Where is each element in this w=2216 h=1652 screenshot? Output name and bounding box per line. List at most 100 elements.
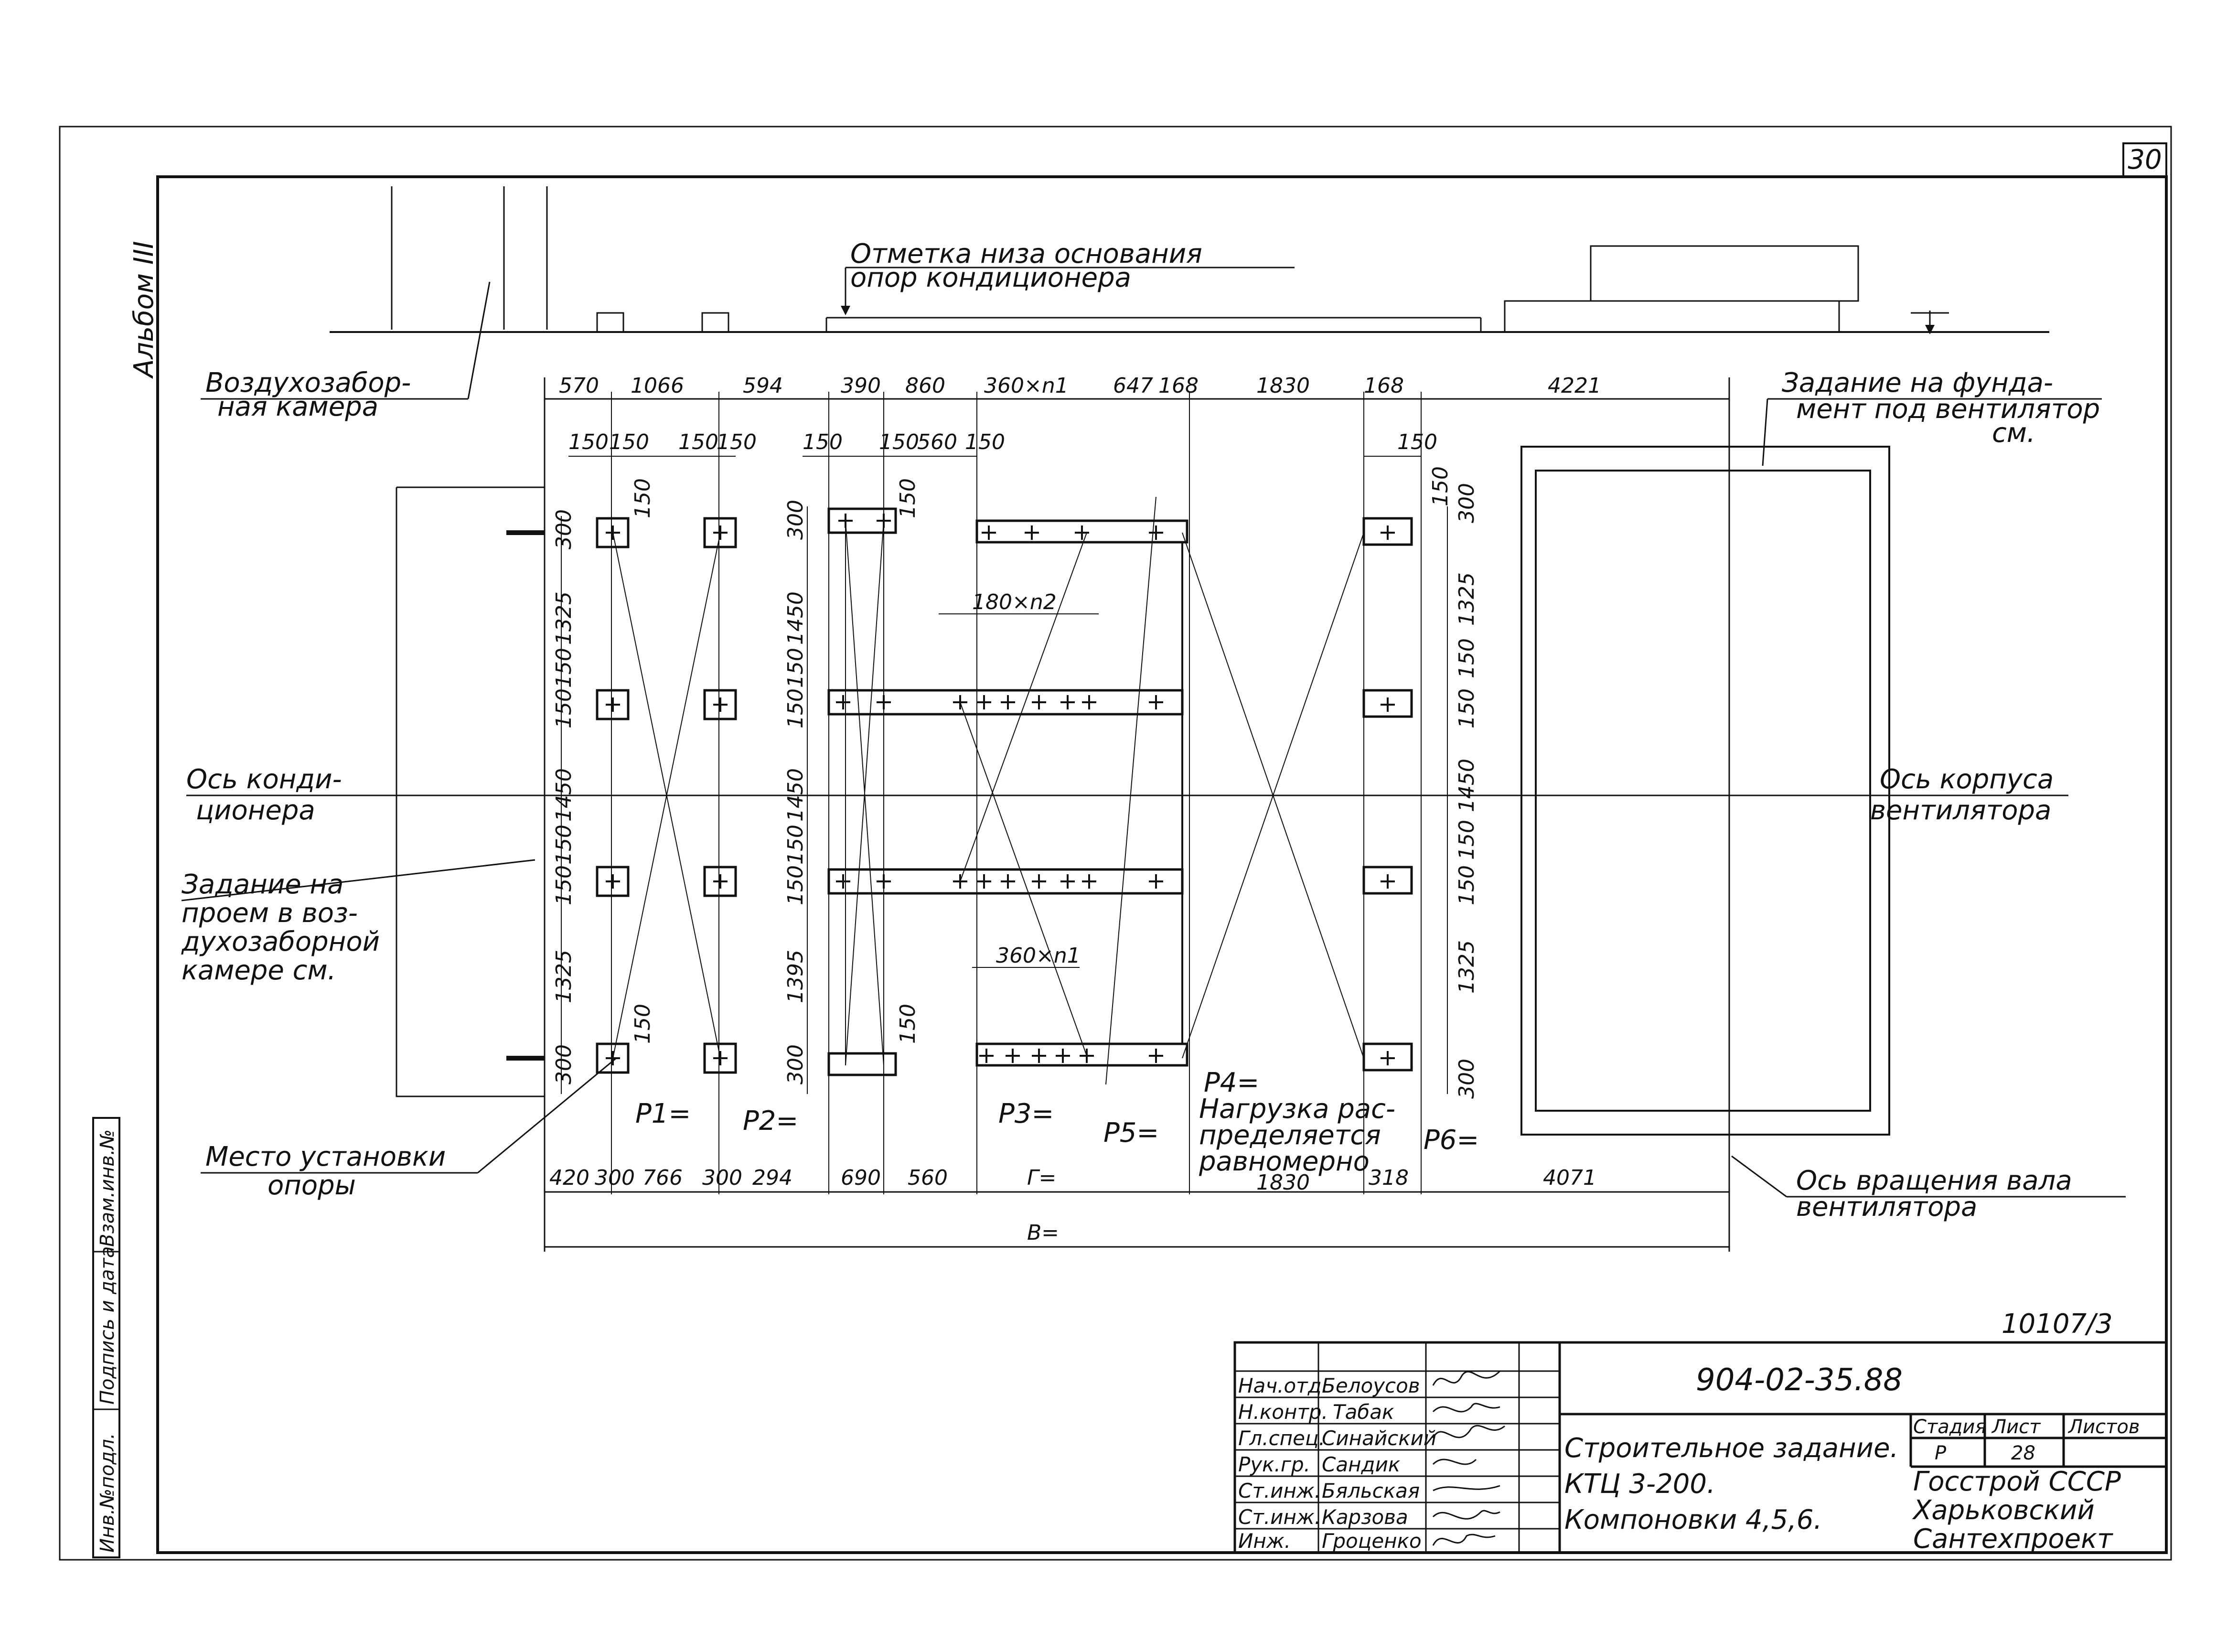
dim-total-b: В= (1027, 1221, 1059, 1245)
dim-bot-300a: 300 (595, 1166, 635, 1190)
tb-org-1: Госстрой СССР (1913, 1466, 2121, 1497)
tb-title-3: Компоновки 4,5,6. (1564, 1504, 1822, 1535)
dim-top-168a: 168 (1158, 374, 1199, 398)
tb-role-5: Ст.инж. (1238, 1479, 1321, 1502)
dim-mid-1: 300 (783, 500, 808, 540)
dim-bot-766: 766 (642, 1166, 683, 1190)
opening-label-3: духозаборной (181, 926, 380, 957)
dim-small-3: 150 (678, 430, 718, 454)
bottom-dimension-line (545, 1191, 1729, 1248)
dim-bot-300b: 300 (702, 1166, 742, 1190)
dim-bot-560: 560 (908, 1166, 948, 1190)
album-label: Альбом III (128, 241, 160, 379)
axis-conditioner-label-2: ционера (196, 795, 315, 826)
dim-right-3: 150 (1455, 638, 1479, 678)
support-place-label-2: опоры (268, 1170, 356, 1201)
bracing (612, 496, 1364, 1085)
air-intake-label-2: ная камера (217, 391, 378, 422)
fan-foundation (1520, 446, 1890, 1136)
right-vertical-dims: 300 1325 150 150 1450 150 150 1325 300 (1447, 483, 1479, 1099)
dim-bot-4071: 4071 (1543, 1166, 1596, 1190)
tb-name-4: Сандик (1322, 1453, 1401, 1476)
drawing-code: 904-02-35.88 (1696, 1362, 1903, 1398)
dim-left-5: 1450 (552, 768, 576, 822)
tb-name-7: Гроценко (1322, 1529, 1422, 1553)
load-note-3: равномерно (1199, 1146, 1370, 1177)
load-p3: Р3= (998, 1098, 1054, 1129)
dim-small-4: 150 (717, 430, 757, 454)
stamp-vzam-inv: Взам.инв.№ (96, 1129, 118, 1247)
opening-label-4: камере см. (182, 955, 336, 986)
dim-right-4: 150 (1455, 688, 1479, 729)
dim-misc-1: 150 (631, 478, 655, 518)
dim-bot-318: 318 (1369, 1166, 1409, 1190)
stamp-signature-date: Подпись и дата (96, 1246, 118, 1405)
base-level (330, 245, 2049, 334)
dim-left-6: 150 (552, 825, 576, 865)
tb-role-3: Гл.спец. (1238, 1427, 1325, 1450)
base-mark-text-1: Отметка низа основания (850, 238, 1202, 269)
dim-misc-5: 150 (1428, 466, 1453, 506)
dim-bot-1830: 1830 (1256, 1170, 1310, 1195)
dim-misc-4: 150 (896, 1004, 920, 1044)
dim-top-647: 647 (1113, 374, 1153, 398)
load-note-1: Нагрузка рас- (1199, 1094, 1395, 1125)
dim-top-1830: 1830 (1256, 374, 1310, 398)
left-vertical-dims: 300 1325 150 150 1450 150 150 1325 300 (552, 509, 576, 1094)
dim-top-4221: 4221 (1548, 374, 1601, 398)
fan-foundation-label-1: Задание на фунда- (1782, 367, 2053, 398)
support-place-label-1: Место установки (205, 1141, 446, 1172)
signatures (1432, 1370, 1505, 1546)
dim-left-2: 1325 (552, 591, 576, 645)
shaft-axis-label-1: Ось вращения вала (1796, 1165, 2072, 1196)
dim-bot-294: 294 (752, 1166, 792, 1190)
dim-misc-3: 150 (631, 1004, 655, 1044)
dim-mid-5: 1450 (783, 768, 808, 822)
dim-misc-2: 150 (896, 478, 920, 518)
dim-top-570: 570 (559, 374, 599, 398)
fan-foundation-label-3: см. (1992, 418, 2035, 449)
dim-small-9: 150 (1397, 430, 1437, 454)
sheet-id: 10107/3 (2002, 1309, 2113, 1340)
tb-name-1: Белоусов (1322, 1374, 1420, 1397)
pitch-180: 180×n2 (972, 590, 1057, 614)
tb-sheets-header: Листов (2067, 1416, 2140, 1438)
dim-top-594: 594 (743, 374, 783, 398)
tb-title-2: КТЦ 3-200. (1564, 1469, 1715, 1500)
dim-right-7: 150 (1455, 865, 1479, 905)
air-intake-label-1: Воздухозабор- (205, 367, 411, 398)
dim-top-360n1: 360×n1 (984, 374, 1069, 398)
dim-bot-gamma: Г= (1027, 1166, 1056, 1190)
dim-right-9: 300 (1455, 1059, 1479, 1099)
dim-top-1066: 1066 (631, 374, 684, 398)
beams (827, 507, 1188, 1076)
dim-bot-690: 690 (841, 1166, 881, 1190)
pitch-360: 360×n1 (996, 944, 1081, 968)
tb-sheet-value: 28 (2011, 1442, 2035, 1464)
dim-small-2: 150 (609, 430, 649, 454)
dim-left-7: 150 (552, 865, 576, 905)
dim-right-5: 1450 (1455, 759, 1479, 812)
support-pads (596, 517, 1413, 1074)
tb-name-6: Карзова (1322, 1505, 1408, 1529)
dim-right-8: 1325 (1455, 940, 1479, 994)
dim-small-1: 150 (568, 430, 609, 454)
page-number-box (2122, 142, 2167, 178)
load-p1: Р1= (635, 1098, 691, 1129)
tb-role-6: Ст.инж. (1238, 1505, 1321, 1529)
dim-top-390: 390 (841, 374, 881, 398)
dim-mid-2: 1450 (783, 591, 808, 645)
tb-org-3: Сантехпроект (1913, 1523, 2113, 1555)
load-p5: Р5= (1103, 1117, 1159, 1148)
dim-top-860: 860 (905, 374, 945, 398)
axis-conditioner-label-1: Ось конди- (186, 764, 342, 795)
tb-stage-value: Р (1935, 1442, 1947, 1464)
tb-name-3: Синайский (1322, 1427, 1436, 1450)
outer-frame (59, 126, 2172, 1561)
tb-stage-header: Стадия (1913, 1416, 1986, 1438)
tb-title-1: Строительное задание. (1564, 1433, 1898, 1464)
dim-right-6: 150 (1455, 820, 1479, 860)
tb-role-2: Н.контр. (1238, 1400, 1328, 1424)
dim-bot-420: 420 (549, 1166, 589, 1190)
load-p2: Р2= (743, 1105, 798, 1137)
